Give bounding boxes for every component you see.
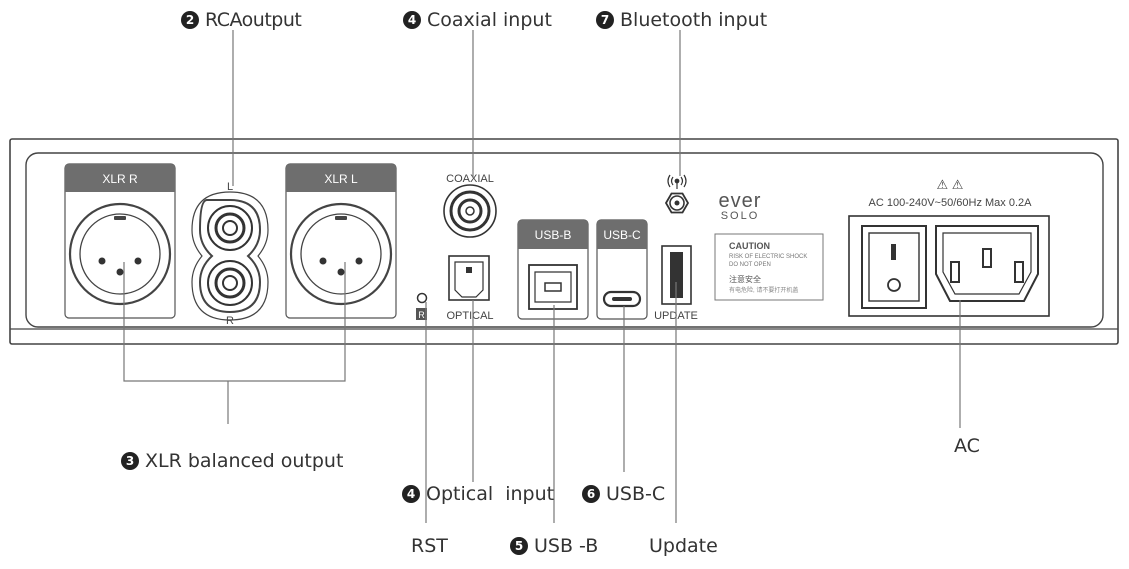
callout-label: Bluetooth input xyxy=(620,9,768,31)
xlr-r-tab-label: XLR R xyxy=(102,172,138,186)
caution-line-2: DO NOT OPEN xyxy=(729,262,771,268)
rca-output-callout: 2 RCAoutput xyxy=(181,9,302,31)
caution-cn-title: 注意安全 xyxy=(729,274,761,284)
rca-output-jacks: L R xyxy=(191,181,269,327)
power-area: ⚠ ⚠ AC 100-240V~50/60Hz Max 0.2A xyxy=(848,177,1050,317)
rca-r-label: R xyxy=(226,315,234,327)
callout-number: 6 xyxy=(582,485,600,503)
callout-label: XLR balanced output xyxy=(145,450,344,472)
usb-update-port: UPDATE xyxy=(654,245,698,322)
callout-number: 3 xyxy=(121,452,139,470)
xlr-l-tab-label: XLR L xyxy=(324,172,358,186)
rca-l-label: L xyxy=(227,181,233,193)
caution-label: CAUTION RISK OF ELECTRIC SHOCK DO NOT OP… xyxy=(714,233,824,301)
bluetooth-input-callout: 7 Bluetooth input xyxy=(596,11,767,30)
chassis xyxy=(9,138,1119,345)
reset-button: R xyxy=(416,292,428,320)
logo-top-text: ever xyxy=(719,190,762,212)
optical-input-callout: 4 Optical input xyxy=(402,485,554,504)
callout-number: 4 xyxy=(403,11,421,29)
xlr-r-connector: XLR R xyxy=(64,163,176,319)
callout-label: Update xyxy=(649,535,718,557)
usb-b-port: USB-B xyxy=(517,219,589,320)
usb-c-tab-label: USB-C xyxy=(603,228,641,242)
callout-label: Optical input xyxy=(426,483,555,505)
power-switch xyxy=(861,225,927,309)
caution-title: CAUTION xyxy=(729,241,770,251)
rst-callout: RST xyxy=(411,537,448,556)
usb-c-callout: 6 USB-C xyxy=(582,485,665,504)
optical-label: OPTICAL xyxy=(446,310,493,322)
usb-c-port: USB-C xyxy=(596,219,648,320)
callout-number: 2 xyxy=(181,11,199,29)
xlr-balanced-output-callout: 3 XLR balanced output xyxy=(121,452,343,471)
ac-rating-text: AC 100-240V~50/60Hz Max 0.2A xyxy=(869,197,1033,209)
callout-label: USB -B xyxy=(534,535,599,557)
caution-line-1: RISK OF ELECTRIC SHOCK xyxy=(729,254,807,260)
update-callout: Update xyxy=(649,537,718,556)
callout-label: Coaxial input xyxy=(427,9,552,31)
callout-label: USB-C xyxy=(606,483,666,505)
caution-cn-line: 有电危险, 请不要打开机盖 xyxy=(729,286,798,294)
optical-input-port: OPTICAL xyxy=(446,255,494,322)
callout-label: RST xyxy=(411,535,448,557)
eversolo-logo: ever SOLO xyxy=(719,190,762,222)
coaxial-label: COAXIAL xyxy=(446,173,494,185)
xlr-l-connector: XLR L xyxy=(285,163,397,319)
leader-lines xyxy=(123,30,961,523)
warning-icon: ⚠ ⚠ xyxy=(937,177,964,192)
ac-callout: AC xyxy=(954,437,980,456)
callout-number: 5 xyxy=(510,537,528,555)
coaxial-input-jack: COAXIAL xyxy=(443,173,497,238)
ac-inlet xyxy=(935,225,1039,302)
callout-label: RCAoutput xyxy=(205,9,302,31)
wireless-icon xyxy=(667,174,687,189)
rst-mark: R xyxy=(418,310,425,320)
usb-b-callout: 5 USB -B xyxy=(510,537,598,556)
bluetooth-antenna-port xyxy=(664,174,690,214)
callout-label: AC xyxy=(954,435,980,457)
callout-number: 7 xyxy=(596,11,614,29)
logo-bottom-text: SOLO xyxy=(721,210,760,222)
callout-number: 4 xyxy=(402,485,420,503)
usb-b-tab-label: USB-B xyxy=(535,228,572,242)
coaxial-input-callout: 4 Coaxial input xyxy=(403,11,552,30)
